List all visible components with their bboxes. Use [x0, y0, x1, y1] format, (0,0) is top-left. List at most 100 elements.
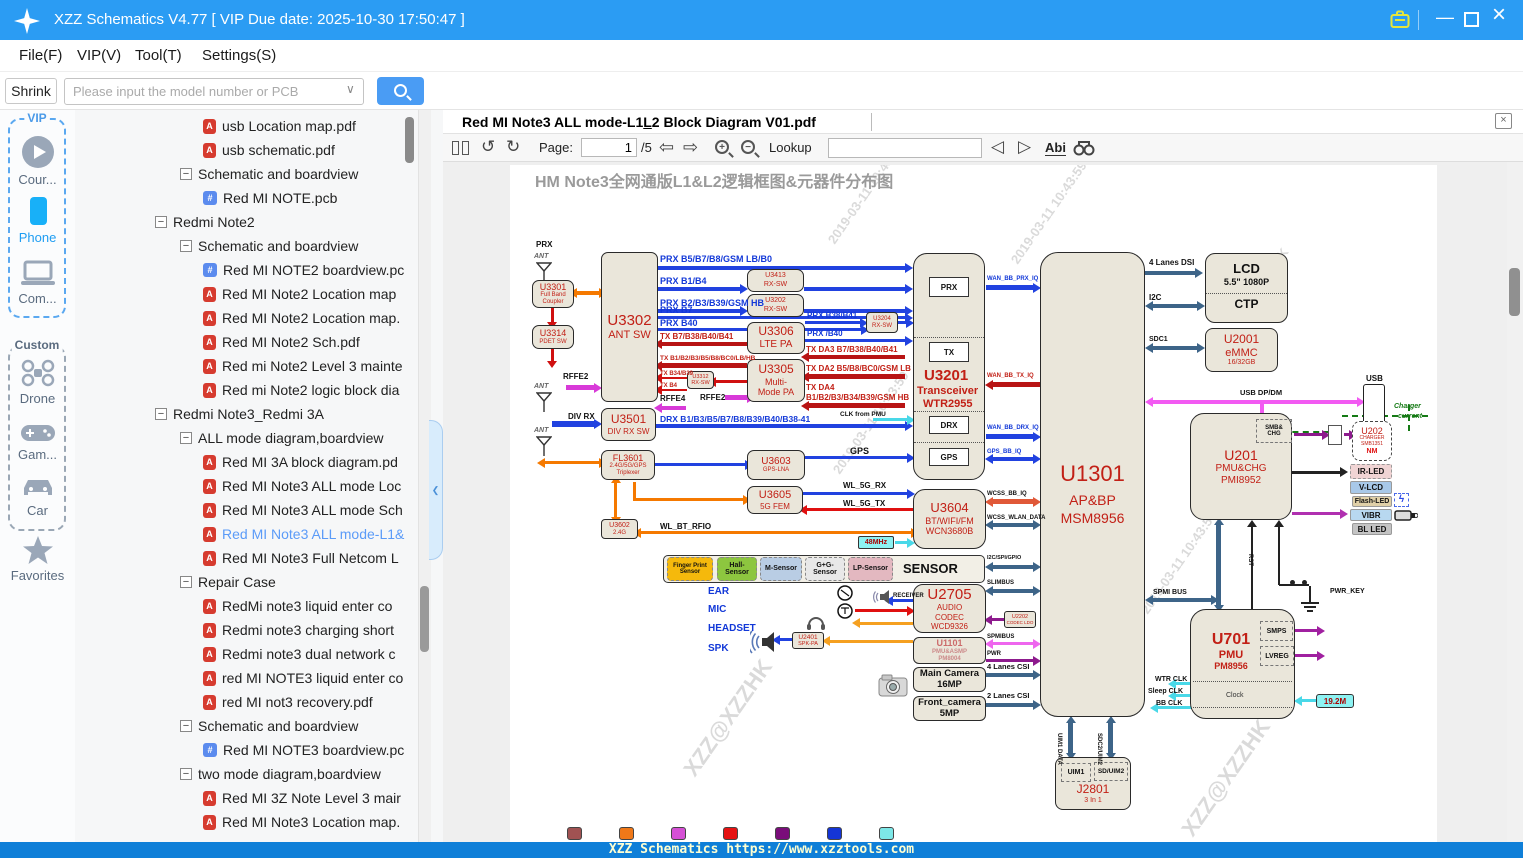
tree-item[interactable]: Red MI Note2 Location map	[75, 282, 443, 306]
match-case-icon[interactable]: Abi	[1045, 140, 1066, 156]
tree-item[interactable]: red MI not3 recovery.pdf	[75, 690, 443, 714]
tree-item-label: two mode diagram,boardview	[198, 766, 381, 782]
port-tx: TX	[929, 342, 969, 362]
minimize-button[interactable]: —	[1436, 7, 1454, 27]
binoculars-icon[interactable]	[1073, 140, 1095, 156]
antenna-icon	[536, 436, 552, 456]
signal-label: WL_BT_RFIO	[660, 522, 712, 531]
find-prev-icon[interactable]: ◁	[991, 137, 1005, 156]
prev-page-icon[interactable]: ⇦	[659, 137, 675, 157]
tree-item[interactable]: two mode diagram,boardview	[75, 762, 443, 786]
signal-label: 4 Lanes CSI	[987, 662, 1030, 671]
tree-item-label: Red MI Note3 ALL mode Sch	[222, 502, 403, 518]
signal-label: SDC2/UIM2	[1096, 733, 1102, 766]
tree-item[interactable]: Red MI Note3 ALL mode Loc	[75, 474, 443, 498]
tree-item[interactable]: red MI NOTE3 liquid enter co	[75, 666, 443, 690]
sidebar-item-phone[interactable]: Phone	[0, 195, 75, 245]
two-page-view-icon[interactable]	[452, 141, 470, 155]
tree-item-icon	[180, 576, 192, 588]
signal-label: TX B4	[660, 383, 678, 389]
tree-item[interactable]: usb Location map.pdf	[75, 114, 443, 138]
tree-item[interactable]: Red MI Note2 Sch.pdf	[75, 330, 443, 354]
sidebar-item-favorites[interactable]: Favorites	[0, 535, 75, 583]
close-tab-icon[interactable]: ×	[1495, 113, 1512, 129]
sidebar-item-game[interactable]: Gam...	[0, 422, 75, 462]
zoom-out-icon[interactable]: −	[741, 140, 755, 154]
menu-settings[interactable]: Settings(S)	[202, 47, 277, 64]
block-u701	[1190, 609, 1295, 719]
rotate-right-icon[interactable]: ↻	[506, 137, 521, 156]
arrow	[1344, 433, 1349, 436]
tree-item[interactable]: Red MI NOTE3 boardview.pc	[75, 738, 443, 762]
search-input[interactable]	[64, 78, 364, 105]
tree-item[interactable]: Red MI Note3 Location map.	[75, 810, 443, 834]
tree-item[interactable]: Redmi Note3_Redmi 3A	[75, 402, 443, 426]
tree-scrollbar-thumb[interactable]	[405, 117, 414, 163]
tree-scrollbar-thumb2[interactable]	[420, 586, 429, 652]
arrow	[1295, 654, 1317, 657]
close-button[interactable]: ×	[1492, 1, 1507, 28]
signal-label: WAN_BB_PRX_IQ	[987, 276, 1039, 282]
sidebar-item-drone[interactable]: Drone	[0, 358, 75, 406]
arrow	[986, 659, 1033, 662]
tree-item[interactable]: Red MI Note3 ALL mode Sch	[75, 498, 443, 522]
arrow	[809, 374, 905, 379]
tree-item[interactable]: Repair Case	[75, 570, 443, 594]
tree-item[interactable]: Red mi Note2 Level 3 mainte	[75, 354, 443, 378]
tree-scrollbar-track[interactable]	[418, 110, 431, 842]
sidebar-item-course[interactable]: Cour...	[0, 135, 75, 187]
pdf-scrollbar-thumb[interactable]	[1509, 268, 1520, 316]
chevron-down-icon[interactable]: ∨	[346, 82, 355, 96]
maximize-button[interactable]	[1464, 12, 1479, 27]
sidebar-item-computer[interactable]: Com...	[0, 260, 75, 306]
tab-document[interactable]: Red MI Note3 ALL mode-L1L2 Block Diagram…	[462, 114, 816, 130]
search-button[interactable]	[377, 77, 424, 105]
tree-item[interactable]: Redmi note3 dual network c	[75, 642, 443, 666]
tree-item-icon	[203, 118, 216, 134]
pdf-scrollbar-track[interactable]	[1507, 162, 1523, 842]
menu-tool[interactable]: Tool(T)	[135, 47, 182, 64]
menu-vip[interactable]: VIP(V)	[77, 47, 122, 64]
menu-file[interactable]: File(F)	[19, 47, 63, 64]
page-number-input[interactable]	[581, 138, 637, 157]
next-page-icon[interactable]: ⇨	[683, 137, 699, 157]
tree-item[interactable]: Schematic and boardview	[75, 714, 443, 738]
tree-item[interactable]: Schematic and boardview	[75, 162, 443, 186]
tree-item[interactable]: Red MI Note3 Full Netcom L	[75, 546, 443, 570]
tree-item[interactable]: Red MI 3A block diagram.pd	[75, 450, 443, 474]
briefcase-icon[interactable]	[1390, 10, 1410, 29]
tree-item-label: Red MI Note2 Sch.pdf	[222, 334, 360, 350]
tree-item[interactable]: Red MI Note2 Location map.	[75, 306, 443, 330]
tree-item[interactable]: Redmi note3 charging short	[75, 618, 443, 642]
tree-item[interactable]: Red MI 3Z Note Level 3 mair	[75, 786, 443, 810]
signal-label: USB	[1366, 374, 1383, 383]
find-next-icon[interactable]: ▷	[1018, 137, 1032, 156]
sidebar-item-car[interactable]: Car	[0, 476, 75, 518]
pdf-viewer: Red MI Note3 ALL mode-L1L2 Block Diagram…	[443, 110, 1523, 842]
rotate-left-icon[interactable]: ↺	[481, 137, 496, 156]
tree-item-icon	[203, 814, 216, 830]
tree-item[interactable]: Schematic and boardview	[75, 234, 443, 258]
vibrator-icon	[1394, 510, 1418, 521]
tree-item[interactable]: Red MI NOTE.pcb	[75, 186, 443, 210]
tree-item[interactable]: Red MI NOTE2 boardview.pc	[75, 258, 443, 282]
panel-collapse-handle[interactable]: ❮	[429, 420, 443, 560]
zoom-in-icon[interactable]: +	[715, 140, 729, 154]
arrow	[662, 342, 747, 346]
arrow	[1260, 404, 1264, 416]
tree-item-icon	[203, 454, 216, 470]
badge-flash-led: Flash-LED	[1352, 496, 1392, 507]
tree-item[interactable]: Redmi Note2	[75, 210, 443, 234]
tree-item[interactable]: usb schematic.pdf	[75, 138, 443, 162]
tree-item[interactable]: Red mi Note2 logic block dia	[75, 378, 443, 402]
shrink-button[interactable]: Shrink	[5, 78, 57, 104]
tree-item[interactable]: Red MI Note3 ALL mode-L1&	[75, 522, 443, 546]
tree-item[interactable]: ALL mode diagram,boardview	[75, 426, 443, 450]
lookup-input[interactable]	[828, 138, 982, 158]
tree-item[interactable]: RedMi note3 liquid enter co	[75, 594, 443, 618]
badge-19m: 19.2M	[1316, 694, 1354, 708]
divider	[914, 442, 984, 443]
